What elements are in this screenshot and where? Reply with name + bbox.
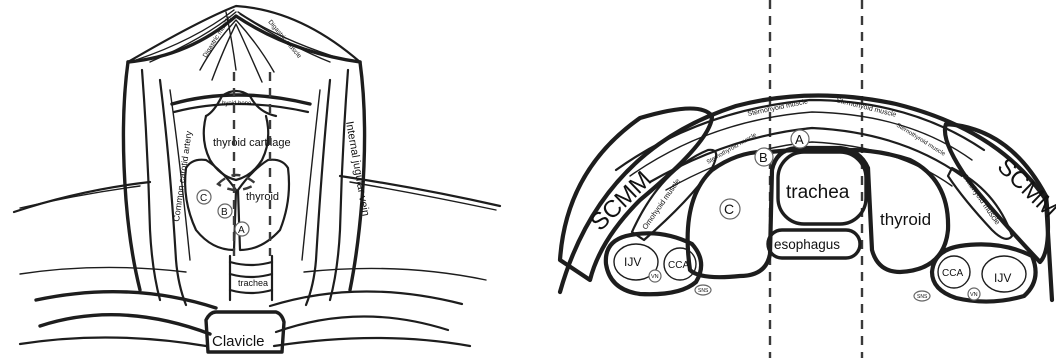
thyroid-left-label: thyroid <box>246 191 279 203</box>
ijv-right-label: IJV <box>994 271 1011 285</box>
digastric-muscles: Digastric muscle Digastric muscle <box>128 6 360 82</box>
anterior-neck-view: Digastric muscle Digastric muscle <box>14 6 500 352</box>
esophagus-label: esophagus <box>774 237 840 252</box>
trachea-left-label: trachea <box>238 278 268 288</box>
marker-a-left-label: A <box>238 225 245 236</box>
ijv-left-label: IJV <box>624 255 641 269</box>
esophagus-cross: esophagus <box>768 230 860 258</box>
carotid-sheath-left: IJV CCA VN <box>606 233 701 294</box>
thyroid-cartilage-label: thyroid cartilage <box>213 137 291 149</box>
trachea-cross: trachea <box>778 152 866 224</box>
cca-left-label: CCA <box>668 260 689 271</box>
sns-right-label: SNS <box>917 294 928 300</box>
vn-left-label: VN <box>651 274 659 280</box>
digastric-right-label: Digastric muscle <box>266 19 302 60</box>
cross-markers: A B C <box>720 130 809 219</box>
cca-right-label: CCA <box>942 268 963 279</box>
trachea-rings: trachea <box>230 256 272 300</box>
vn-right-label: VN <box>970 292 978 298</box>
clavicle-label: Clavicle <box>212 333 265 350</box>
marker-b-cross-label: B <box>759 150 768 165</box>
marker-b-left-label: B <box>221 207 228 218</box>
thyroid-gland-left: thyroid <box>185 160 289 250</box>
left-markers: C B A <box>197 190 249 236</box>
cross-section-view: SCMM SCMM Omohyoid muscle Omohyoid muscl… <box>560 0 1056 358</box>
hyoid-bone-label: hyoid bone <box>222 101 252 107</box>
carotid-sheath-right: CCA IJV VN <box>932 244 1036 301</box>
thyroid-cross-label: thyroid <box>880 210 931 229</box>
marker-c-left-label: C <box>200 193 207 204</box>
sns-left-label: SNS <box>698 288 709 294</box>
marker-a-cross-label: A <box>795 132 804 147</box>
common-carotid-label: Common carotid artery <box>171 130 194 223</box>
marker-c-cross-label: C <box>724 201 734 217</box>
neck-contours <box>14 62 500 305</box>
internal-jugular-label: Internal jugular vein <box>343 120 371 217</box>
trachea-cross-label: trachea <box>786 182 850 203</box>
clavicle-head: Clavicle <box>206 312 284 352</box>
